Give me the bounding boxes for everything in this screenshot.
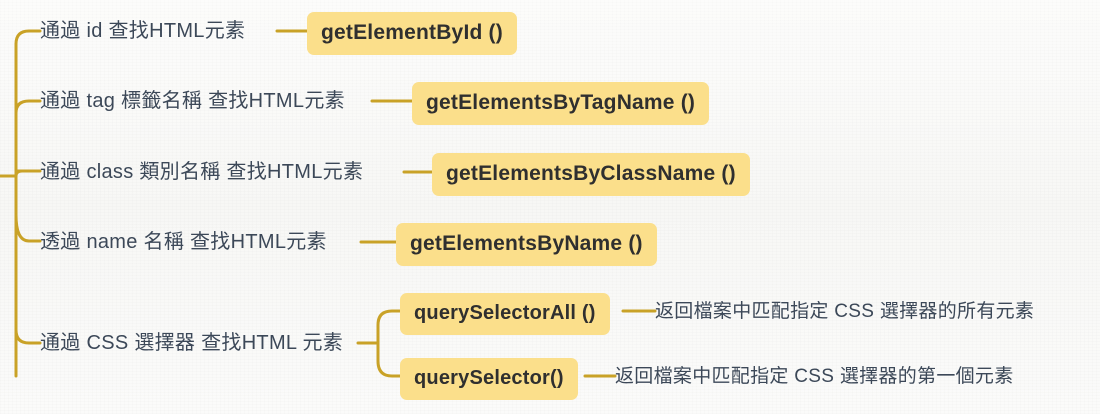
branch-label-by-name: 透過 name 名稱 查找HTML元素 <box>40 231 327 253</box>
description-query-selector-all: 返回檔案中匹配指定 CSS 選擇器的所有元素 <box>655 301 1035 322</box>
method-pill-query-selector[interactable]: querySelector() <box>400 358 578 400</box>
branch-label-by-id: 通過 id 查找HTML元素 <box>40 20 246 42</box>
method-pill-get-elements-by-tag-name[interactable]: getElementsByTagName () <box>412 82 710 125</box>
method-pill-query-selector-all[interactable]: querySelectorAll () <box>400 293 610 335</box>
method-pill-get-elements-by-class-name[interactable]: getElementsByClassName () <box>432 153 750 196</box>
branch-label-by-css-selector: 通過 CSS 選擇器 查找HTML 元素 <box>40 332 344 354</box>
method-pill-get-element-by-id[interactable]: getElementById () <box>307 12 517 55</box>
description-query-selector: 返回檔案中匹配指定 CSS 選擇器的第一個元素 <box>615 366 1014 387</box>
branch-label-by-class: 通過 class 類別名稱 查找HTML元素 <box>40 161 364 183</box>
branch-label-by-tag: 通過 tag 標籤名稱 查找HTML元素 <box>40 90 345 112</box>
method-pill-get-elements-by-name[interactable]: getElementsByName () <box>396 223 657 266</box>
